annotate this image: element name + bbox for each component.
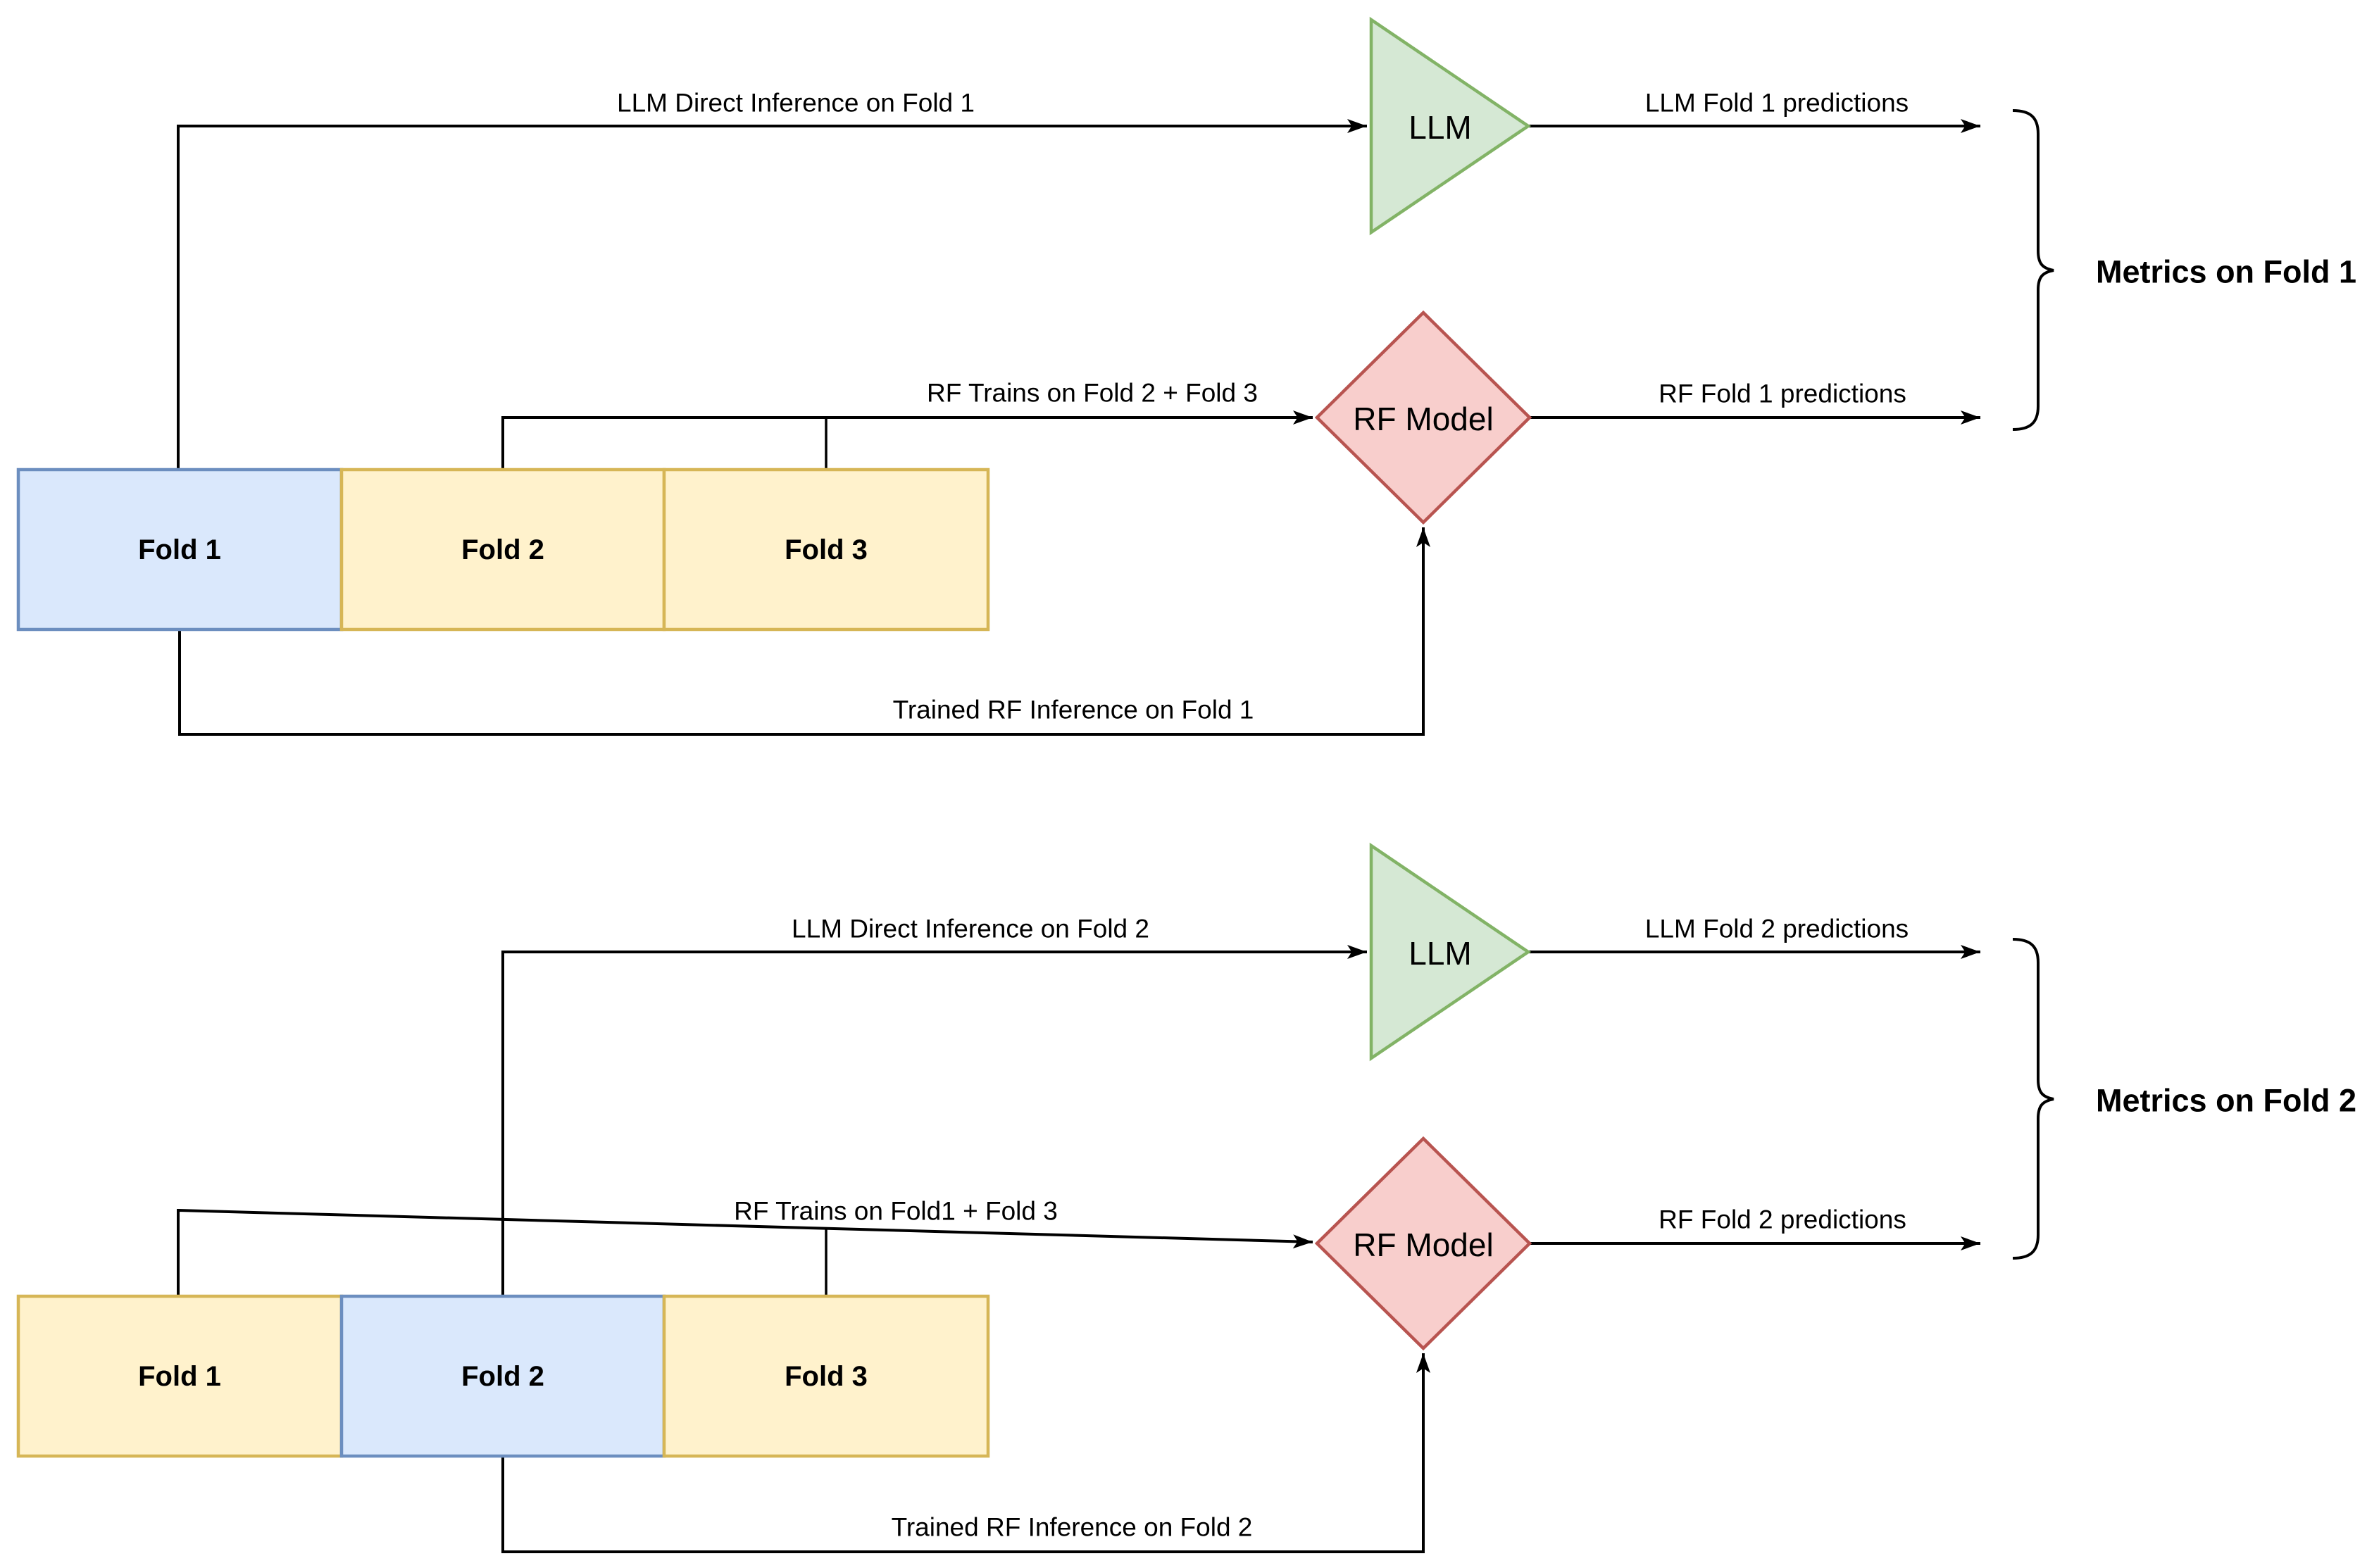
trained-rf-inference-arrow-2: [501, 1353, 1430, 1553]
fold-3-label-section-1: Fold 3: [785, 534, 868, 565]
rf-diamond-1: [1314, 310, 1532, 525]
rf-trains-label-2: RF Trains on Fold1 + Fold 3: [734, 1197, 1058, 1226]
llm-node-label-1: LLM: [1409, 109, 1471, 146]
fold-1-box-section-2: [16, 1294, 344, 1458]
metrics-brace-1: [2012, 109, 2054, 431]
fold-1-label-section-2: Fold 1: [138, 1361, 221, 1392]
llm-inference-arrow-2: [501, 945, 1367, 1296]
llm-inference-arrow-1: [177, 119, 1367, 470]
llm-predictions-label-1: LLM Fold 1 predictions: [1645, 89, 1909, 118]
rf-trains-arrow-2: [177, 1208, 1313, 1296]
rf-trains-arrow-1: [501, 410, 1313, 470]
fold-3-box-section-1: [662, 468, 990, 632]
trained-rf-inference-label-1: Trained RF Inference on Fold 1: [893, 696, 1254, 725]
metrics-label-1: Metrics on Fold 1: [2096, 254, 2356, 290]
rf-node-label-1: RF Model: [1353, 401, 1493, 437]
rf-node-label-2: RF Model: [1353, 1227, 1493, 1263]
llm-inference-label-2: LLM Direct Inference on Fold 2: [792, 915, 1149, 943]
section-fold-1: LLM Direct Inference on Fold 1 LLM Fold …: [16, 16, 2356, 736]
rf-predictions-label-1: RF Fold 1 predictions: [1659, 380, 1906, 408]
llm-triangle-1: [1369, 16, 1532, 236]
llm-node-label-2: LLM: [1409, 935, 1471, 972]
rf-diamond-2: [1314, 1136, 1532, 1351]
fold-1-label-section-1: Fold 1: [138, 534, 221, 565]
metrics-label-2: Metrics on Fold 2: [2096, 1083, 2356, 1119]
fold-3-label-section-2: Fold 3: [785, 1361, 868, 1392]
rf-predictions-label-2: RF Fold 2 predictions: [1659, 1205, 1906, 1234]
fold-3-box-section-2: [662, 1294, 990, 1458]
fold-2-label-section-1: Fold 2: [461, 534, 544, 565]
metrics-brace-2: [2012, 938, 2054, 1260]
fold-2-label-section-2: Fold 2: [461, 1361, 544, 1392]
llm-predictions-label-2: LLM Fold 2 predictions: [1645, 915, 1909, 943]
trained-rf-inference-label-2: Trained RF Inference on Fold 2: [892, 1513, 1253, 1542]
llm-triangle-2: [1369, 842, 1532, 1062]
section-fold-2: LLM Direct Inference on Fold 2 LLM Fold …: [16, 842, 2356, 1553]
trained-rf-inference-arrow-1: [178, 527, 1430, 736]
fold-2-box-section-2: [339, 1294, 666, 1458]
fold-2-box-section-1: [339, 468, 666, 632]
llm-inference-label-1: LLM Direct Inference on Fold 1: [617, 89, 975, 118]
fold-1-box-section-1: [16, 468, 344, 632]
rf-trains-label-1: RF Trains on Fold 2 + Fold 3: [927, 379, 1258, 408]
